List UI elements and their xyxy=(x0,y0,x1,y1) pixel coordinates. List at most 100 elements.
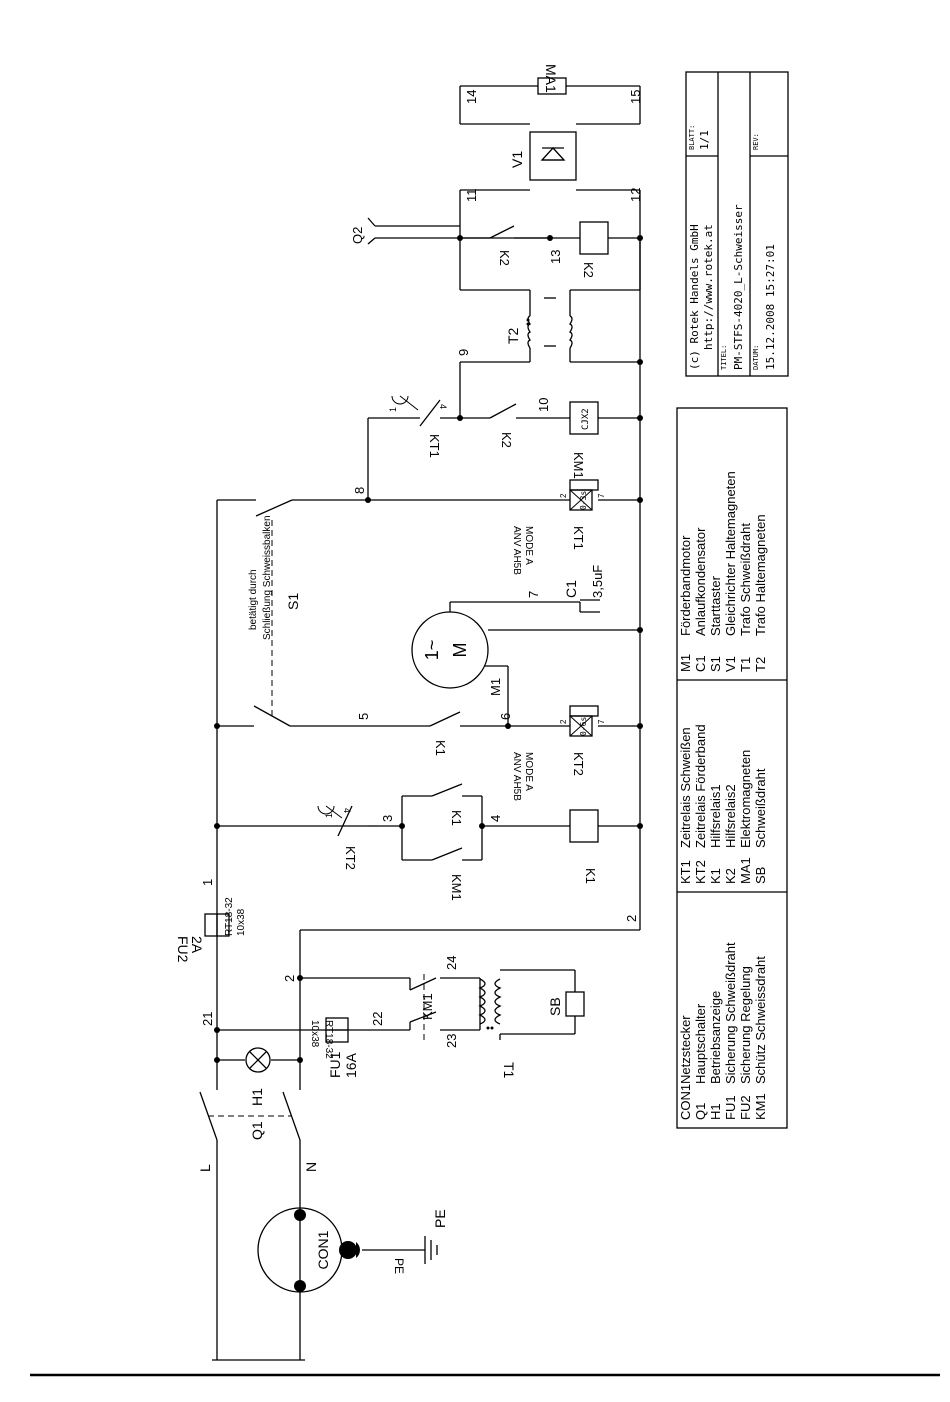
legend-code: H1 xyxy=(708,1103,723,1120)
net-1: 1 xyxy=(200,879,215,886)
fu1-label: FU1 xyxy=(327,1051,343,1078)
net-7: 7 xyxy=(526,591,541,598)
fu2-fuse: FU2 2A RT18-32 10x38 1 xyxy=(175,879,247,963)
title-company: (c) Rotek Handels GmbH xyxy=(688,224,701,370)
title-url: http://www.rotek.at xyxy=(702,224,715,350)
legend-code: Q1 xyxy=(693,1103,708,1120)
net-11: 11 xyxy=(464,189,479,203)
km1-hold-label: KM1 xyxy=(449,874,464,901)
legend-description: Sicherung Regelung xyxy=(738,966,753,1084)
net-9: 9 xyxy=(456,349,471,356)
net-14: 14 xyxy=(464,90,479,104)
legend-code: T2 xyxy=(753,657,768,672)
legend-code: SB xyxy=(753,867,768,884)
net-3: 3 xyxy=(380,815,395,822)
k1-coil-label: K1 xyxy=(583,868,598,884)
ma1-label: MA1 xyxy=(543,64,559,93)
kt1-timer: KT1 ANV AH5B MODE A 0-3s 2 7 xyxy=(368,479,640,575)
legend-code: K2 xyxy=(723,868,738,884)
kt2-label: KT2 xyxy=(343,846,358,870)
net-2b: 2 xyxy=(282,975,297,982)
t2-label: T2 xyxy=(505,327,521,344)
kt1-timer-model: ANV AH5B xyxy=(511,526,522,575)
km1-coil-label: KM1 xyxy=(571,452,586,479)
legend-code: KM1 xyxy=(753,1093,768,1120)
magnet-supply: 9 T2 Q2 K2 13 K2 11 12 V1 xyxy=(350,64,643,363)
legend-code: S1 xyxy=(708,656,723,672)
net-22: 22 xyxy=(370,1012,385,1026)
legend-groups: CON1NetzsteckerQ1HauptschalterH1Betriebs… xyxy=(678,471,768,1120)
net-label-l: L xyxy=(197,1164,213,1172)
rev-label: REV: xyxy=(752,133,760,150)
date-value: 15.12.2008 15:27:01 xyxy=(764,244,777,370)
kt2-timer-p2: 2 xyxy=(559,719,568,724)
legend-code: C1 xyxy=(693,655,708,672)
net-24: 24 xyxy=(444,956,459,970)
pe-ground-label: PE xyxy=(432,1209,448,1228)
legend-code: MA1 xyxy=(738,857,753,884)
kt2-timer-model: ANV AH5B xyxy=(511,752,522,801)
kt1-pin4: 4 xyxy=(438,404,448,409)
v1-label: V1 xyxy=(509,151,525,168)
kt1-km1-branch: KT1 1 4 K2 10 CJX2 KM1 xyxy=(367,362,640,500)
kt2-pin1: 1 xyxy=(324,813,334,818)
kt2-timer-mode: MODE A xyxy=(523,752,534,791)
kt2-timer-range: 0-6s xyxy=(579,717,588,736)
legend-code: KT2 xyxy=(693,860,708,884)
legend-description: Netzstecker xyxy=(678,1015,693,1084)
legend-description: Zeitrelais Förderband xyxy=(693,724,708,848)
k1-contact-label: K1 xyxy=(449,810,464,826)
legend-description: Hauptschalter xyxy=(693,1003,708,1084)
motor-phase: 1~ xyxy=(422,640,442,661)
kt1-timer-range: 0-3s xyxy=(579,491,588,510)
legend-table xyxy=(676,407,788,1129)
fu2-type: RT18-32 xyxy=(224,897,235,936)
net-15: 15 xyxy=(628,90,643,104)
date-label: DATUM: xyxy=(752,345,760,370)
c1-value: 3,5uF xyxy=(590,565,605,598)
net-5: 5 xyxy=(356,713,371,720)
s1-note-1: betätigt durch xyxy=(248,569,259,630)
con1-label: CON1 xyxy=(315,1230,331,1269)
mains-lines xyxy=(212,500,640,1361)
k1-motor-contact-label: K1 xyxy=(433,740,448,756)
s1-label: S1 xyxy=(285,593,301,610)
motor-branch: 5 6 K1 KT2 ANV AH5B MODE A 0-6s 2 7 1~ M… xyxy=(217,565,640,801)
t1-label: T1 xyxy=(501,1062,517,1079)
legend-description: Trafo Schweißdraht xyxy=(738,523,753,636)
sb-label: SB xyxy=(547,997,563,1016)
kt2-timer-label: KT2 xyxy=(571,752,586,776)
legend-code: V1 xyxy=(723,656,738,672)
kt1-timer-p2: 2 xyxy=(559,493,568,498)
k2-coil-label: K2 xyxy=(581,262,596,278)
legend-code: FU2 xyxy=(738,1095,753,1120)
legend-code: M1 xyxy=(678,654,693,672)
legend-code: KT1 xyxy=(678,860,693,884)
legend-description: Sicherung Schweißdraht xyxy=(723,942,738,1084)
legend-description: Schütz Schweissdraht xyxy=(753,956,768,1084)
h1-label: H1 xyxy=(249,1088,265,1106)
kt1-pin1: 1 xyxy=(388,407,398,412)
kt2-pin4: 4 xyxy=(342,808,352,813)
con1-plug: CON1 PE PE xyxy=(257,1207,448,1293)
q2-label: Q2 xyxy=(350,227,365,244)
sheet-label: BLATT: xyxy=(688,125,696,150)
legend-description: Gleichrichter Haltemagneten xyxy=(723,471,738,636)
title-value: PM-STFS-4020_L-Schweisser xyxy=(732,204,745,370)
s1-note-2: Schließung Schweissbalken xyxy=(262,515,273,640)
legend-code: K1 xyxy=(708,868,723,884)
legend-description: Förderbandmotor xyxy=(678,535,693,636)
neutral-rail: 2 xyxy=(624,236,641,930)
net-label-n: N xyxy=(303,1162,319,1172)
net-23: 23 xyxy=(444,1034,459,1048)
q1-label: Q1 xyxy=(249,1121,265,1140)
legend-description: Elektromagneten xyxy=(738,750,753,848)
legend-code: FU1 xyxy=(723,1095,738,1120)
net-10: 10 xyxy=(536,398,551,412)
fu2-rating: 2A xyxy=(189,936,205,954)
kt1-contact-label: KT1 xyxy=(427,434,442,458)
net-12: 12 xyxy=(628,188,643,202)
legend-description: Trafo Haltemagneten xyxy=(753,514,768,636)
net-4: 4 xyxy=(488,815,503,822)
junction-dots xyxy=(214,235,643,1063)
